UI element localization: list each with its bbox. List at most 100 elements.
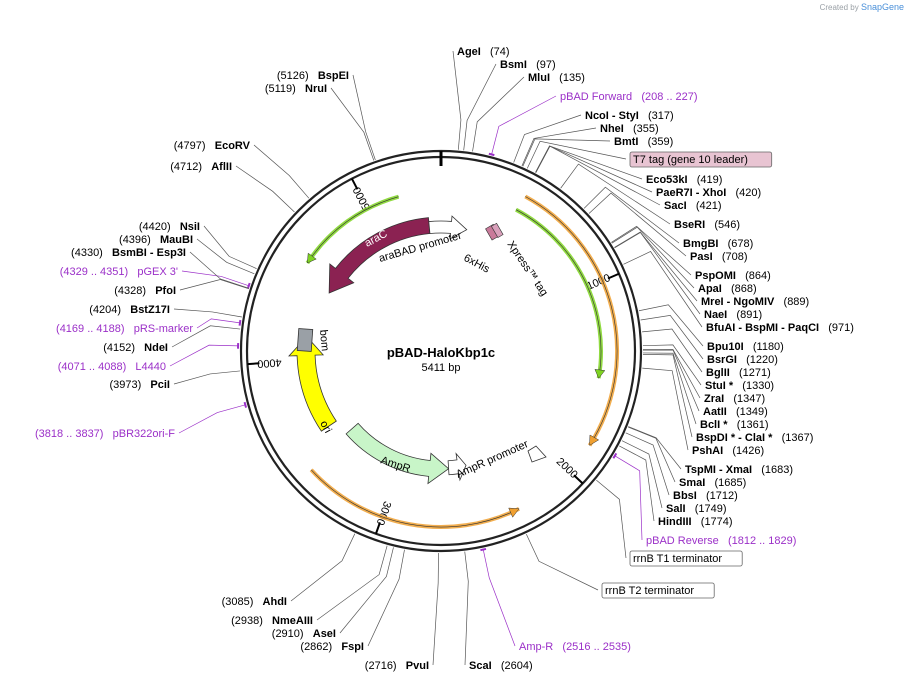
site-agei[interactable]: AgeI (74)	[457, 46, 510, 58]
spacer	[125, 323, 134, 335]
site-bcli[interactable]: BclI * (1361)	[700, 419, 768, 431]
site-bsmbi[interactable]: (4330) BsmBI - Esp3I	[71, 247, 186, 259]
label-part: (1812 .. 1829)	[728, 535, 797, 547]
site-smai[interactable]: SmaI (1685)	[679, 477, 746, 489]
site-ndei[interactable]: (4152) NdeI	[103, 342, 168, 354]
site-mlui[interactable]: MluI (135)	[528, 72, 585, 84]
arc-orange-insert-core	[525, 196, 618, 446]
site-nmeaiii[interactable]: (2938) NmeAIII	[231, 615, 313, 627]
label-part: (2938)	[231, 615, 263, 627]
site-saci[interactable]: SacI (421)	[664, 200, 722, 212]
site-ncoi[interactable]: NcoI - StyI (317)	[585, 110, 674, 122]
leader-bspei	[352, 74, 376, 161]
site-pbr322[interactable]: (3818 .. 3837) pBR322ori-F	[35, 428, 175, 440]
site-fspi[interactable]: (2862) FspI	[300, 641, 364, 653]
site-bspei[interactable]: (5126) BspEI	[277, 70, 349, 82]
site-stui[interactable]: StuI * (1330)	[705, 380, 774, 392]
site-bpu10i[interactable]: Bpu10I (1180)	[707, 341, 784, 353]
site-aflii[interactable]: (4712) AflII	[170, 161, 232, 173]
label-part: NgoMIV	[733, 296, 775, 308]
label-part: (971)	[828, 322, 854, 334]
site-nhei[interactable]: NheI (355)	[600, 123, 659, 135]
site-ecorv[interactable]: (4797) EcoRV	[174, 140, 251, 152]
site-mrei[interactable]: MreI - NgoMIV (889)	[701, 296, 809, 308]
spacer	[397, 660, 406, 672]
site-apai[interactable]: ApaI (868)	[698, 283, 757, 295]
leader-bsrgi	[640, 315, 704, 360]
label-part: XhoI	[702, 187, 726, 199]
site-bmti[interactable]: BmtI (359)	[614, 136, 673, 148]
site-ahdi[interactable]: (3085) AhdI	[222, 596, 287, 608]
label-part: BsmI	[500, 59, 527, 71]
spacer: -	[716, 464, 726, 476]
spacer	[553, 641, 562, 653]
label-part: (420)	[736, 187, 762, 199]
spacer	[713, 251, 722, 263]
site-bbsi[interactable]: BbsI (1712)	[673, 490, 738, 502]
site-bseri[interactable]: BseRI (546)	[674, 219, 740, 231]
feature-label-xpress-tag: Xpress™ tag	[505, 239, 551, 298]
feature-ampr-promoter[interactable]	[447, 452, 467, 482]
site-pgex[interactable]: (4329 .. 4351) pGEX 3'	[60, 266, 178, 278]
label-part: (2516 .. 2535)	[562, 641, 631, 653]
site-bstz17i[interactable]: (4204) BstZ17I	[89, 304, 170, 316]
site-bsmi[interactable]: BsmI (97)	[500, 59, 556, 71]
feature-ori[interactable]	[288, 336, 337, 432]
label-part: MreI	[701, 296, 724, 308]
site-bsrgi[interactable]: BsrGI (1220)	[707, 354, 778, 366]
feature-arabad-promoter[interactable]	[428, 215, 468, 240]
feature-small-arrow-ampr-promoter	[527, 445, 547, 463]
site-bfuai[interactable]: BfuAI - BspMI - PaqCI (971)	[706, 322, 854, 334]
site-hindiii[interactable]: HindIII (1774)	[658, 516, 733, 528]
spacer	[624, 123, 633, 135]
site-eco53ki[interactable]: Eco53kI (419)	[646, 174, 722, 186]
feature-arac[interactable]	[328, 217, 431, 294]
site-rrnbt1[interactable]: rrnB T1 terminator	[629, 550, 743, 567]
site-pshai[interactable]: PshAI (1426)	[692, 445, 764, 457]
label-text-PciI: (3973) PciI	[109, 379, 170, 391]
site-bmgbi[interactable]: BmgBI (678)	[683, 238, 753, 250]
site-pbadrev[interactable]: pBAD Reverse (1812 .. 1829)	[646, 535, 796, 547]
site-pfoi[interactable]: (4328) PfoI	[114, 285, 176, 297]
label-part: (546)	[714, 219, 740, 231]
label-part: pGEX 3'	[137, 266, 178, 278]
leader-pbadfwd	[491, 95, 557, 156]
site-bspdi[interactable]: BspDI * - ClaI * (1367)	[696, 432, 813, 444]
site-naei[interactable]: NaeI (891)	[704, 309, 762, 321]
site-sali[interactable]: SalI (1749)	[666, 503, 727, 515]
site-prs[interactable]: (4169 .. 4188) pRS-marker	[56, 323, 193, 335]
feature-ampr[interactable]	[345, 422, 450, 485]
label-part: PshAI	[692, 445, 723, 457]
site-bglii[interactable]: BglII (1271)	[706, 367, 771, 379]
site-scai[interactable]: ScaI (2604)	[469, 660, 533, 672]
label-part: PvuI	[406, 660, 429, 672]
leader-pshai	[642, 367, 689, 451]
site-zrai[interactable]: ZraI (1347)	[704, 393, 765, 405]
feature-bom[interactable]	[296, 328, 314, 352]
site-pcii[interactable]: (3973) PciI	[109, 379, 170, 391]
site-pbadfwd[interactable]: pBAD Forward (208 .. 227)	[560, 91, 698, 103]
site-ampr[interactable]: Amp-R (2516 .. 2535)	[519, 641, 631, 653]
site-l4440[interactable]: (4071 .. 4088) L4440	[58, 361, 166, 373]
site-aatii[interactable]: AatII (1349)	[703, 406, 768, 418]
site-nsii[interactable]: (4420) NsiI	[139, 221, 200, 233]
site-pasi[interactable]: PasI (708)	[690, 251, 748, 263]
primer-mark-ampr	[480, 547, 487, 552]
site-rrnbt2[interactable]: rrnB T2 terminator	[601, 582, 715, 599]
site-pspomi[interactable]: PspOMI (864)	[695, 270, 771, 282]
arc-orange-ampr-head	[508, 507, 520, 518]
label-part: (864)	[745, 270, 771, 282]
site-asei[interactable]: (2910) AseI	[272, 628, 336, 640]
site-maubi[interactable]: (4396) MauBI	[119, 234, 193, 246]
feature-xpress-tag[interactable]	[490, 222, 504, 238]
site-nrui[interactable]: (5119) NruI	[265, 83, 327, 95]
site-t7[interactable]: T7 tag (gene 10 leader)	[629, 151, 773, 168]
label-part: PspOMI	[695, 270, 736, 282]
feature-arcs	[305, 194, 620, 529]
spacer	[692, 516, 701, 528]
leader-zrai	[642, 349, 701, 399]
site-pvui[interactable]: (2716) PvuI	[365, 660, 429, 672]
site-paer7i[interactable]: PaeR7I - XhoI (420)	[656, 187, 761, 199]
label-part: (74)	[490, 46, 510, 58]
site-tspmi[interactable]: TspMI - XmaI (1683)	[685, 464, 793, 476]
